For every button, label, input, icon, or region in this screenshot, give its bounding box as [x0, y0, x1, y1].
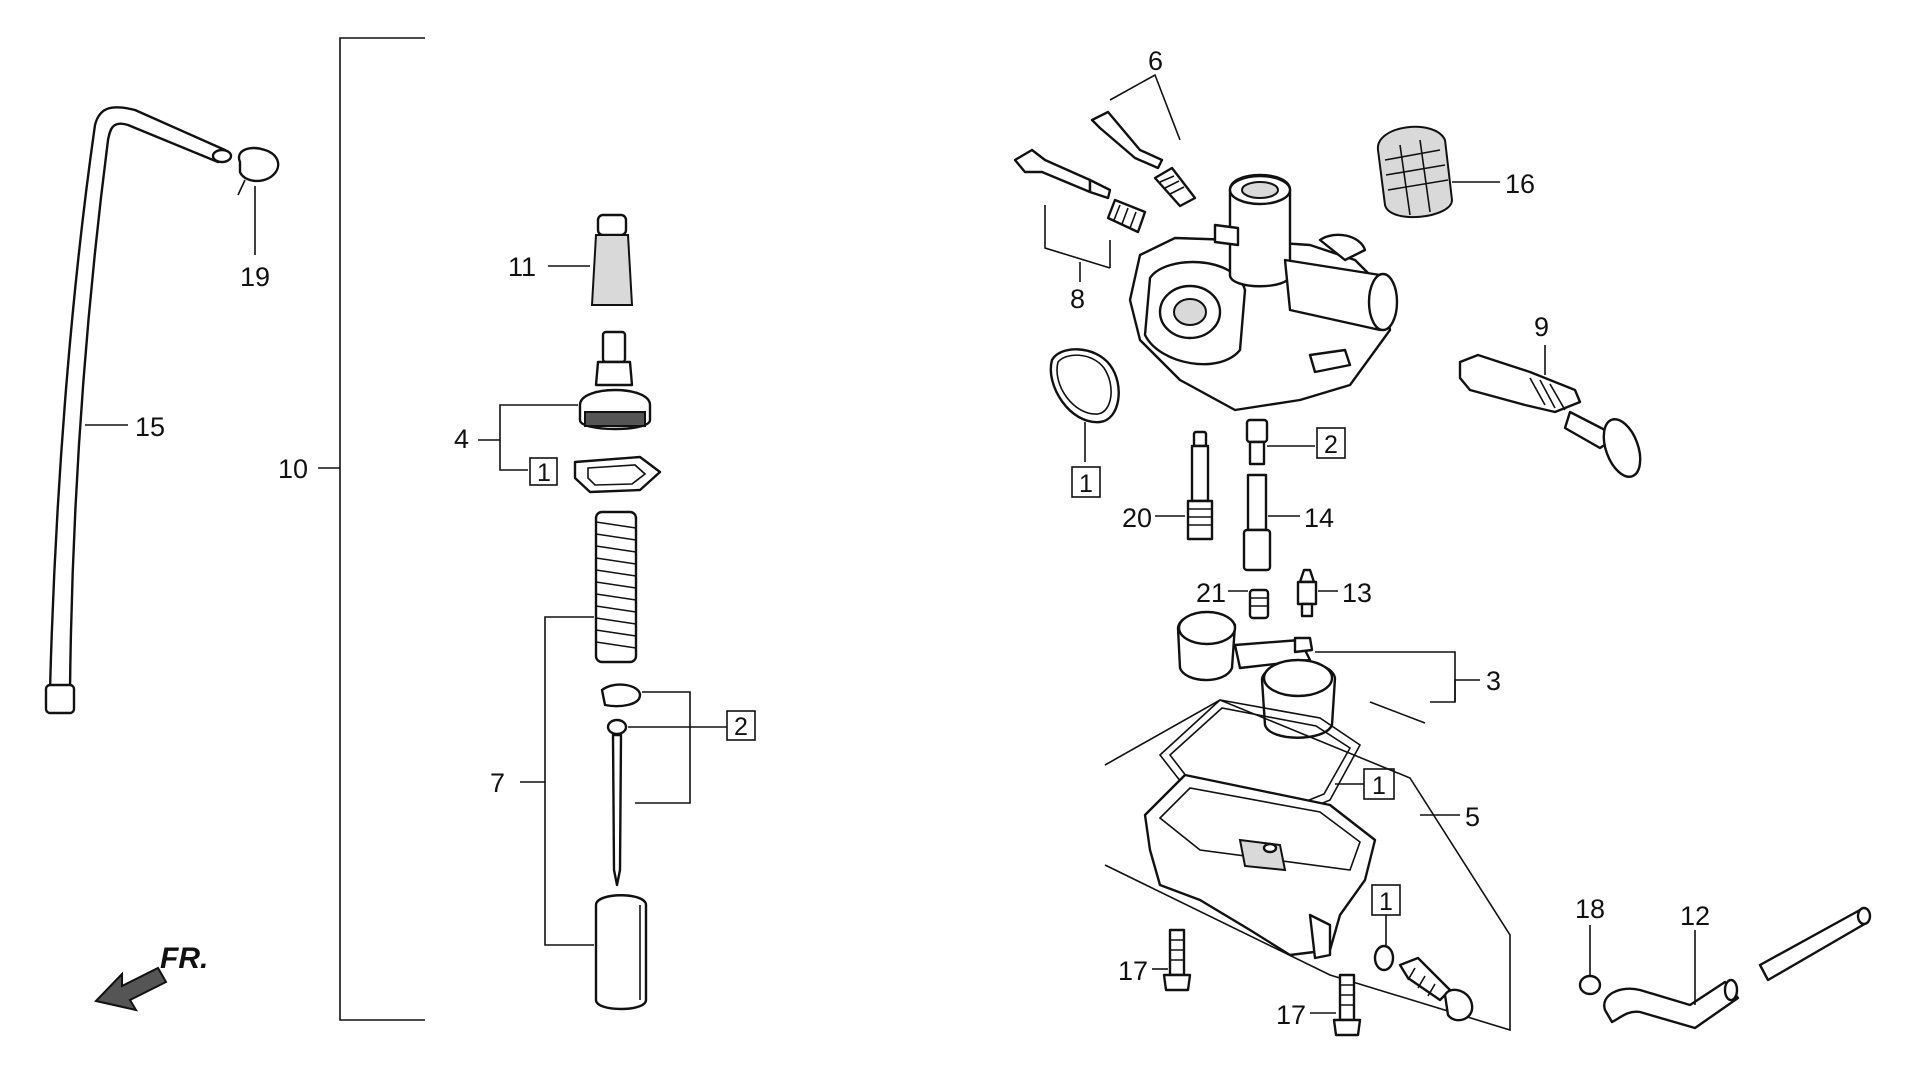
- callout-15: 15: [135, 412, 165, 442]
- callout-3: 3: [1486, 666, 1501, 696]
- svg-text:1: 1: [1379, 888, 1393, 916]
- callout-6: 6: [1148, 46, 1163, 76]
- callout-21: 21: [1196, 578, 1226, 608]
- throttle-stop-screw-6: [1090, 110, 1197, 208]
- callout-14: 14: [1304, 503, 1334, 533]
- throttle-valve: [594, 894, 648, 1011]
- bracket-10: [339, 37, 425, 1021]
- front-label: FR.: [160, 942, 208, 975]
- callout-19: 19: [240, 262, 270, 292]
- svg-text:1: 1: [1372, 772, 1386, 800]
- callout-17-right: 17: [1276, 1000, 1306, 1030]
- svg-text:2: 2: [1324, 431, 1338, 459]
- svg-text:1: 1: [537, 459, 551, 487]
- bracket-7: [544, 616, 594, 946]
- air-screw-8: [1013, 148, 1147, 234]
- drain-screw: [1398, 956, 1474, 1022]
- ref-box-2-center: [726, 710, 756, 741]
- jet-needle: [611, 733, 623, 887]
- callout-4: 4: [454, 424, 469, 454]
- starter-valve-9: [1458, 353, 1642, 478]
- float-bowl-5: [1143, 773, 1377, 960]
- front-direction-arrow: [94, 966, 168, 1012]
- callout-17-left: 17: [1118, 956, 1148, 986]
- gasket-1-top: [573, 455, 662, 494]
- spring-7: [594, 510, 638, 664]
- bracket-5: [1104, 699, 1511, 1032]
- ref-box-1-left: [1071, 466, 1101, 498]
- svg-text:2: 2: [734, 713, 748, 741]
- float-3: [1176, 610, 1337, 739]
- slow-jet-21: [1248, 588, 1270, 620]
- callout-7: 7: [490, 768, 505, 798]
- callout-20: 20: [1122, 503, 1152, 533]
- callout-9: 9: [1534, 312, 1549, 342]
- callout-5: 5: [1465, 802, 1480, 832]
- air-filter-16: [1376, 125, 1454, 219]
- bowl-screw-17a: [1162, 928, 1192, 992]
- callout-16: 16: [1505, 169, 1535, 199]
- callout-18: 18: [1575, 894, 1605, 924]
- float-valve-13: [1296, 568, 1318, 618]
- needle-jet-20: [1186, 430, 1214, 541]
- callout-12: 12: [1680, 901, 1710, 931]
- callout-11: 11: [508, 252, 536, 282]
- drain-washer: [1373, 944, 1395, 972]
- jet-holder-14: [1242, 418, 1272, 572]
- o-ring-1: [1049, 348, 1120, 424]
- ref-box-2-right: [1316, 427, 1346, 459]
- callout-8: 8: [1070, 284, 1085, 314]
- hose-clip-18: [1578, 974, 1602, 996]
- ref-box-1-upper: [529, 457, 558, 486]
- bowl-screw-17b: [1332, 973, 1362, 1037]
- carburetor-top-4: [578, 330, 652, 431]
- svg-text:1: 1: [1079, 470, 1093, 498]
- filter-11: [590, 213, 634, 306]
- carburetor-body: [1128, 173, 1399, 412]
- callout-13: 13: [1342, 578, 1372, 608]
- fuel-tube-15: [44, 106, 233, 715]
- overflow-tube-12: [1603, 906, 1872, 1030]
- hose-clip-19: [237, 146, 280, 196]
- callout-10: 10: [278, 454, 308, 484]
